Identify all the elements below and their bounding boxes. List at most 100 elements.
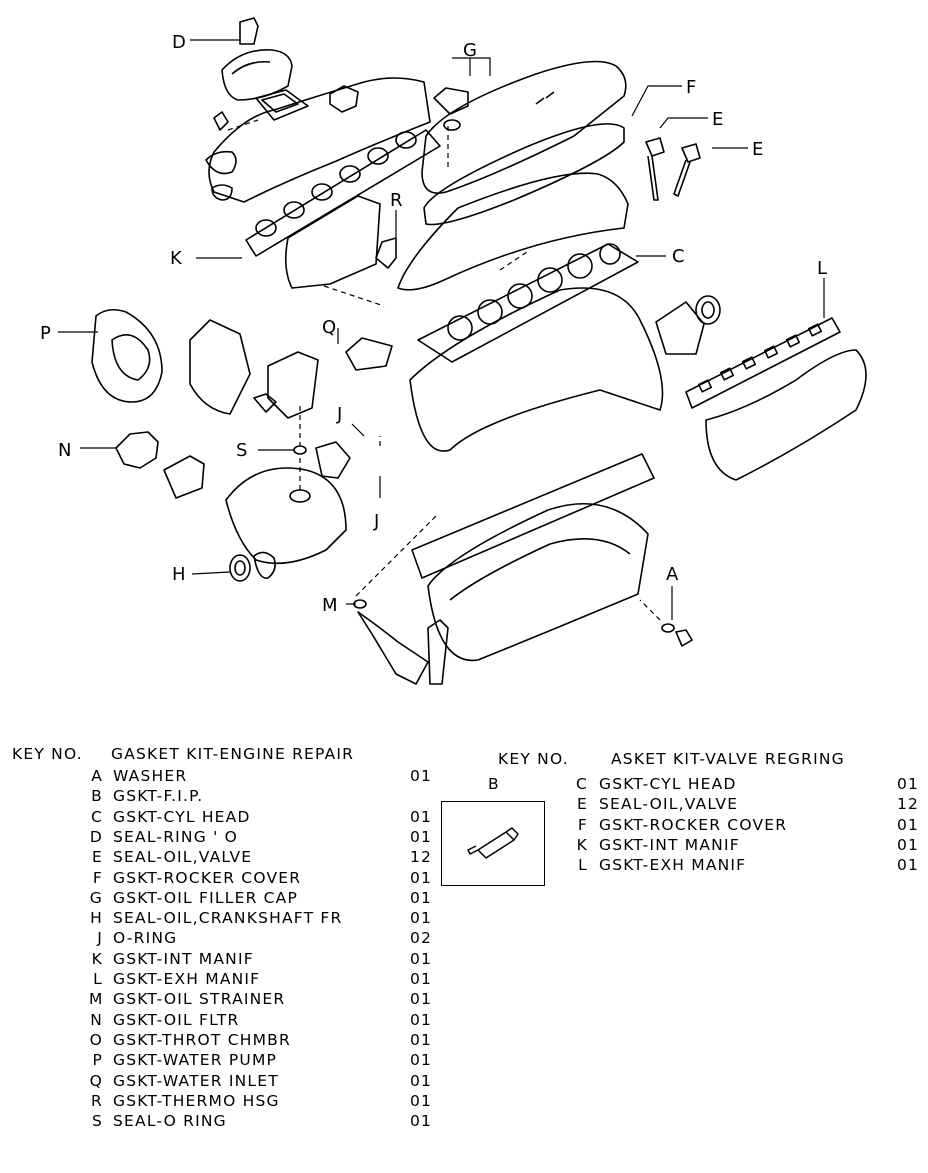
row-key: L	[578, 856, 588, 875]
right-kit-title: ASKET KIT-VALVE REGRING	[611, 750, 845, 768]
callout-r: R	[390, 190, 403, 211]
row-key: S	[91, 1112, 103, 1131]
thermostat-housing-gasket	[375, 237, 397, 269]
valves-with-seals	[645, 137, 701, 201]
row-quantity: 01	[410, 1091, 433, 1110]
row-quantity: 01	[897, 856, 920, 875]
row-description: GSKT-ROCKER COVER	[113, 868, 302, 887]
row-quantity: 01	[410, 807, 433, 826]
exhaust-manifold	[705, 349, 867, 481]
row-description: SEAL-O RING	[113, 1112, 227, 1131]
callout-d: D	[172, 32, 186, 53]
row-key: G	[89, 888, 103, 907]
row-description: GSKT-F.I.P.	[113, 787, 204, 806]
row-quantity: 01	[897, 775, 920, 793]
callout-j-lower: J	[373, 511, 379, 532]
crankshaft-front-seal	[229, 551, 276, 582]
row-description: GSKT-CYL HEAD	[599, 775, 737, 793]
row-description: GSKT-OIL FILLER CAP	[113, 888, 299, 907]
callout-l: L	[817, 258, 827, 279]
engine-block	[409, 287, 664, 452]
oil-strainer	[353, 599, 449, 685]
water-pump-gasket	[91, 308, 163, 403]
row-key: D	[89, 827, 103, 846]
left-key-header: KEY NO.	[12, 745, 83, 763]
row-description: GSKT-WATER PUMP	[113, 1051, 278, 1070]
row-description: GSKT-INT MANIF	[599, 835, 740, 854]
intake-manifold	[205, 77, 431, 203]
callout-e-lower: E	[752, 139, 763, 160]
row-key: K	[91, 949, 103, 968]
intake-port-block	[284, 195, 381, 289]
row-quantity: 01	[410, 827, 433, 846]
cylinder-head	[397, 172, 629, 291]
drain-washer	[661, 623, 693, 647]
oil-pan-and-gasket	[411, 453, 655, 662]
row-quantity: 12	[410, 848, 433, 867]
row-quantity: 01	[410, 970, 433, 988]
row-quantity: 01	[410, 1112, 433, 1131]
row-key: C	[575, 775, 588, 793]
row-key: A	[91, 767, 103, 785]
callout-e-upper: E	[712, 109, 723, 130]
callout-c: C	[672, 246, 685, 267]
row-key: K	[576, 835, 588, 854]
callout-q: Q	[322, 317, 336, 338]
row-quantity: 01	[410, 1051, 433, 1070]
row-key: N	[90, 1010, 103, 1029]
row-description: GSKT-EXH MANIF	[599, 856, 747, 875]
row-description: SEAL-OIL,VALVE	[599, 795, 739, 814]
row-key: L	[93, 970, 103, 988]
sealant-tube-icon	[467, 776, 519, 859]
row-quantity: 01	[897, 815, 920, 834]
left-kit-title: GASKET KIT-ENGINE REPAIR	[111, 745, 355, 763]
callout-k: K	[170, 248, 183, 269]
callout-f: F	[686, 77, 696, 98]
row-quantity: 02	[410, 929, 433, 948]
row-key: E	[92, 848, 103, 867]
callout-h: H	[172, 564, 186, 585]
timing-cover	[267, 351, 319, 419]
row-quantity: 01	[410, 1030, 433, 1049]
row-key: R	[91, 1091, 103, 1110]
rocker-cover-gasket	[423, 123, 625, 226]
row-quantity: 01	[410, 909, 433, 928]
row-description: GSKT-WATER INLET	[113, 1071, 279, 1090]
front-cover	[189, 319, 251, 415]
row-key: C	[90, 807, 103, 826]
row-description: SEAL-RING ' O	[113, 827, 239, 846]
callout-j-upper: J	[336, 404, 342, 425]
engine-gasket-exploded-diagram: D G F E E K R C L P Q J N S J H M A	[40, 17, 867, 685]
row-quantity: 01	[410, 949, 433, 968]
row-quantity: 01	[410, 1071, 433, 1090]
row-key: E	[577, 795, 588, 814]
row-quantity: 01	[410, 990, 433, 1009]
row-key: Q	[89, 1071, 103, 1090]
row-description: GSKT-OIL FLTR	[113, 1010, 240, 1029]
row-quantity: 01	[410, 888, 433, 907]
row-description: GSKT-THROT CHMBR	[113, 1030, 291, 1049]
callout-n: N	[58, 440, 71, 461]
oil-filler-cap	[433, 87, 469, 115]
row-key: H	[90, 909, 103, 928]
row-key: M	[89, 990, 104, 1009]
row-description: O-RING	[113, 929, 178, 948]
row-description: GSKT-THERMO HSG	[113, 1091, 280, 1110]
row-key: F	[577, 815, 588, 834]
row-key: J	[97, 929, 103, 948]
right-key-header: KEY NO.	[498, 750, 569, 768]
row-description: GSKT-CYL HEAD	[113, 807, 251, 826]
oil-filter-gasket	[115, 431, 159, 469]
row-key: F	[92, 868, 103, 887]
sealant-label: B	[488, 775, 500, 793]
intake-manifold-gasket	[245, 129, 441, 257]
row-quantity: 01	[410, 1010, 433, 1029]
lower-front-cover	[225, 467, 347, 565]
row-key: O	[89, 1030, 103, 1049]
row-description: SEAL-OIL,CRANKSHAFT FR	[113, 909, 343, 928]
row-description: WASHER	[113, 767, 188, 785]
row-description: GSKT-ROCKER COVER	[599, 815, 788, 834]
throttle-chamber-parts	[221, 17, 359, 121]
row-description: GSKT-INT MANIF	[113, 949, 254, 968]
callout-s: S	[236, 440, 247, 461]
